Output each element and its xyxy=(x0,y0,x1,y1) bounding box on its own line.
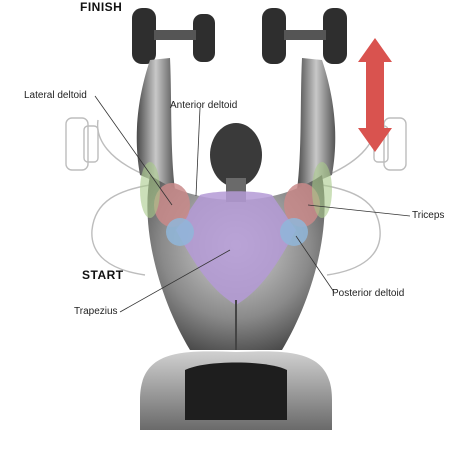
posterior-deltoid-label: Posterior deltoid xyxy=(332,288,405,299)
trapezius-muscle xyxy=(176,191,296,305)
posterior-deltoid-left xyxy=(166,218,194,246)
dumbbell-left xyxy=(132,8,215,64)
dumbbell-right xyxy=(262,8,347,64)
finish-label: FINISH xyxy=(80,0,123,14)
head xyxy=(210,123,262,187)
left-arm xyxy=(136,58,175,190)
start-label: START xyxy=(82,268,124,282)
anterior-deltoid-label: Anterior deltoid xyxy=(170,100,238,111)
lateral-deltoid-label: Lateral deltoid xyxy=(24,90,87,101)
triceps-right xyxy=(312,162,332,218)
triceps-left xyxy=(140,162,160,218)
trapezius-label: Trapezius xyxy=(74,306,118,317)
triceps-label: Triceps xyxy=(412,210,445,221)
lateral-deltoid-right xyxy=(284,183,320,227)
right-arm xyxy=(297,58,336,190)
leader-lines xyxy=(94,95,411,313)
start-position-outline xyxy=(65,117,407,276)
posterior-deltoid-right xyxy=(280,218,308,246)
movement-arrow xyxy=(358,38,392,152)
